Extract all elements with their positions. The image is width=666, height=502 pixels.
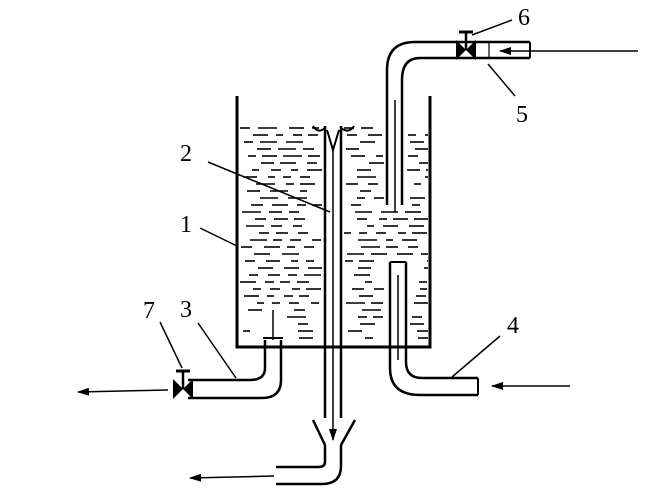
leader-3: [197, 322, 237, 379]
outlet-valve: [173, 369, 193, 399]
left-outlet-pipe: [188, 310, 283, 400]
top-inlet-pipe: [385, 40, 531, 212]
water-body: [240, 127, 428, 339]
label-1: 1: [180, 212, 192, 238]
leader-5: [487, 63, 516, 97]
label-2: 2: [180, 141, 192, 167]
leader-7: [159, 321, 183, 369]
label-3: 3: [180, 297, 192, 323]
leader-6: [471, 19, 513, 36]
label-7: 7: [143, 298, 155, 324]
label-5: 5: [516, 102, 528, 128]
drain-outflow-arrow: [189, 473, 275, 482]
inlet-valve: [456, 30, 476, 60]
leader-4: [451, 335, 501, 378]
label-4: 4: [507, 313, 519, 339]
leader-1: [199, 227, 238, 247]
left-outflow-arrow: [77, 387, 169, 396]
central-drain-pipe: [276, 125, 357, 486]
bottom-inlet-pipe: [388, 261, 479, 397]
label-6: 6: [518, 5, 530, 31]
leader-2: [207, 161, 331, 213]
